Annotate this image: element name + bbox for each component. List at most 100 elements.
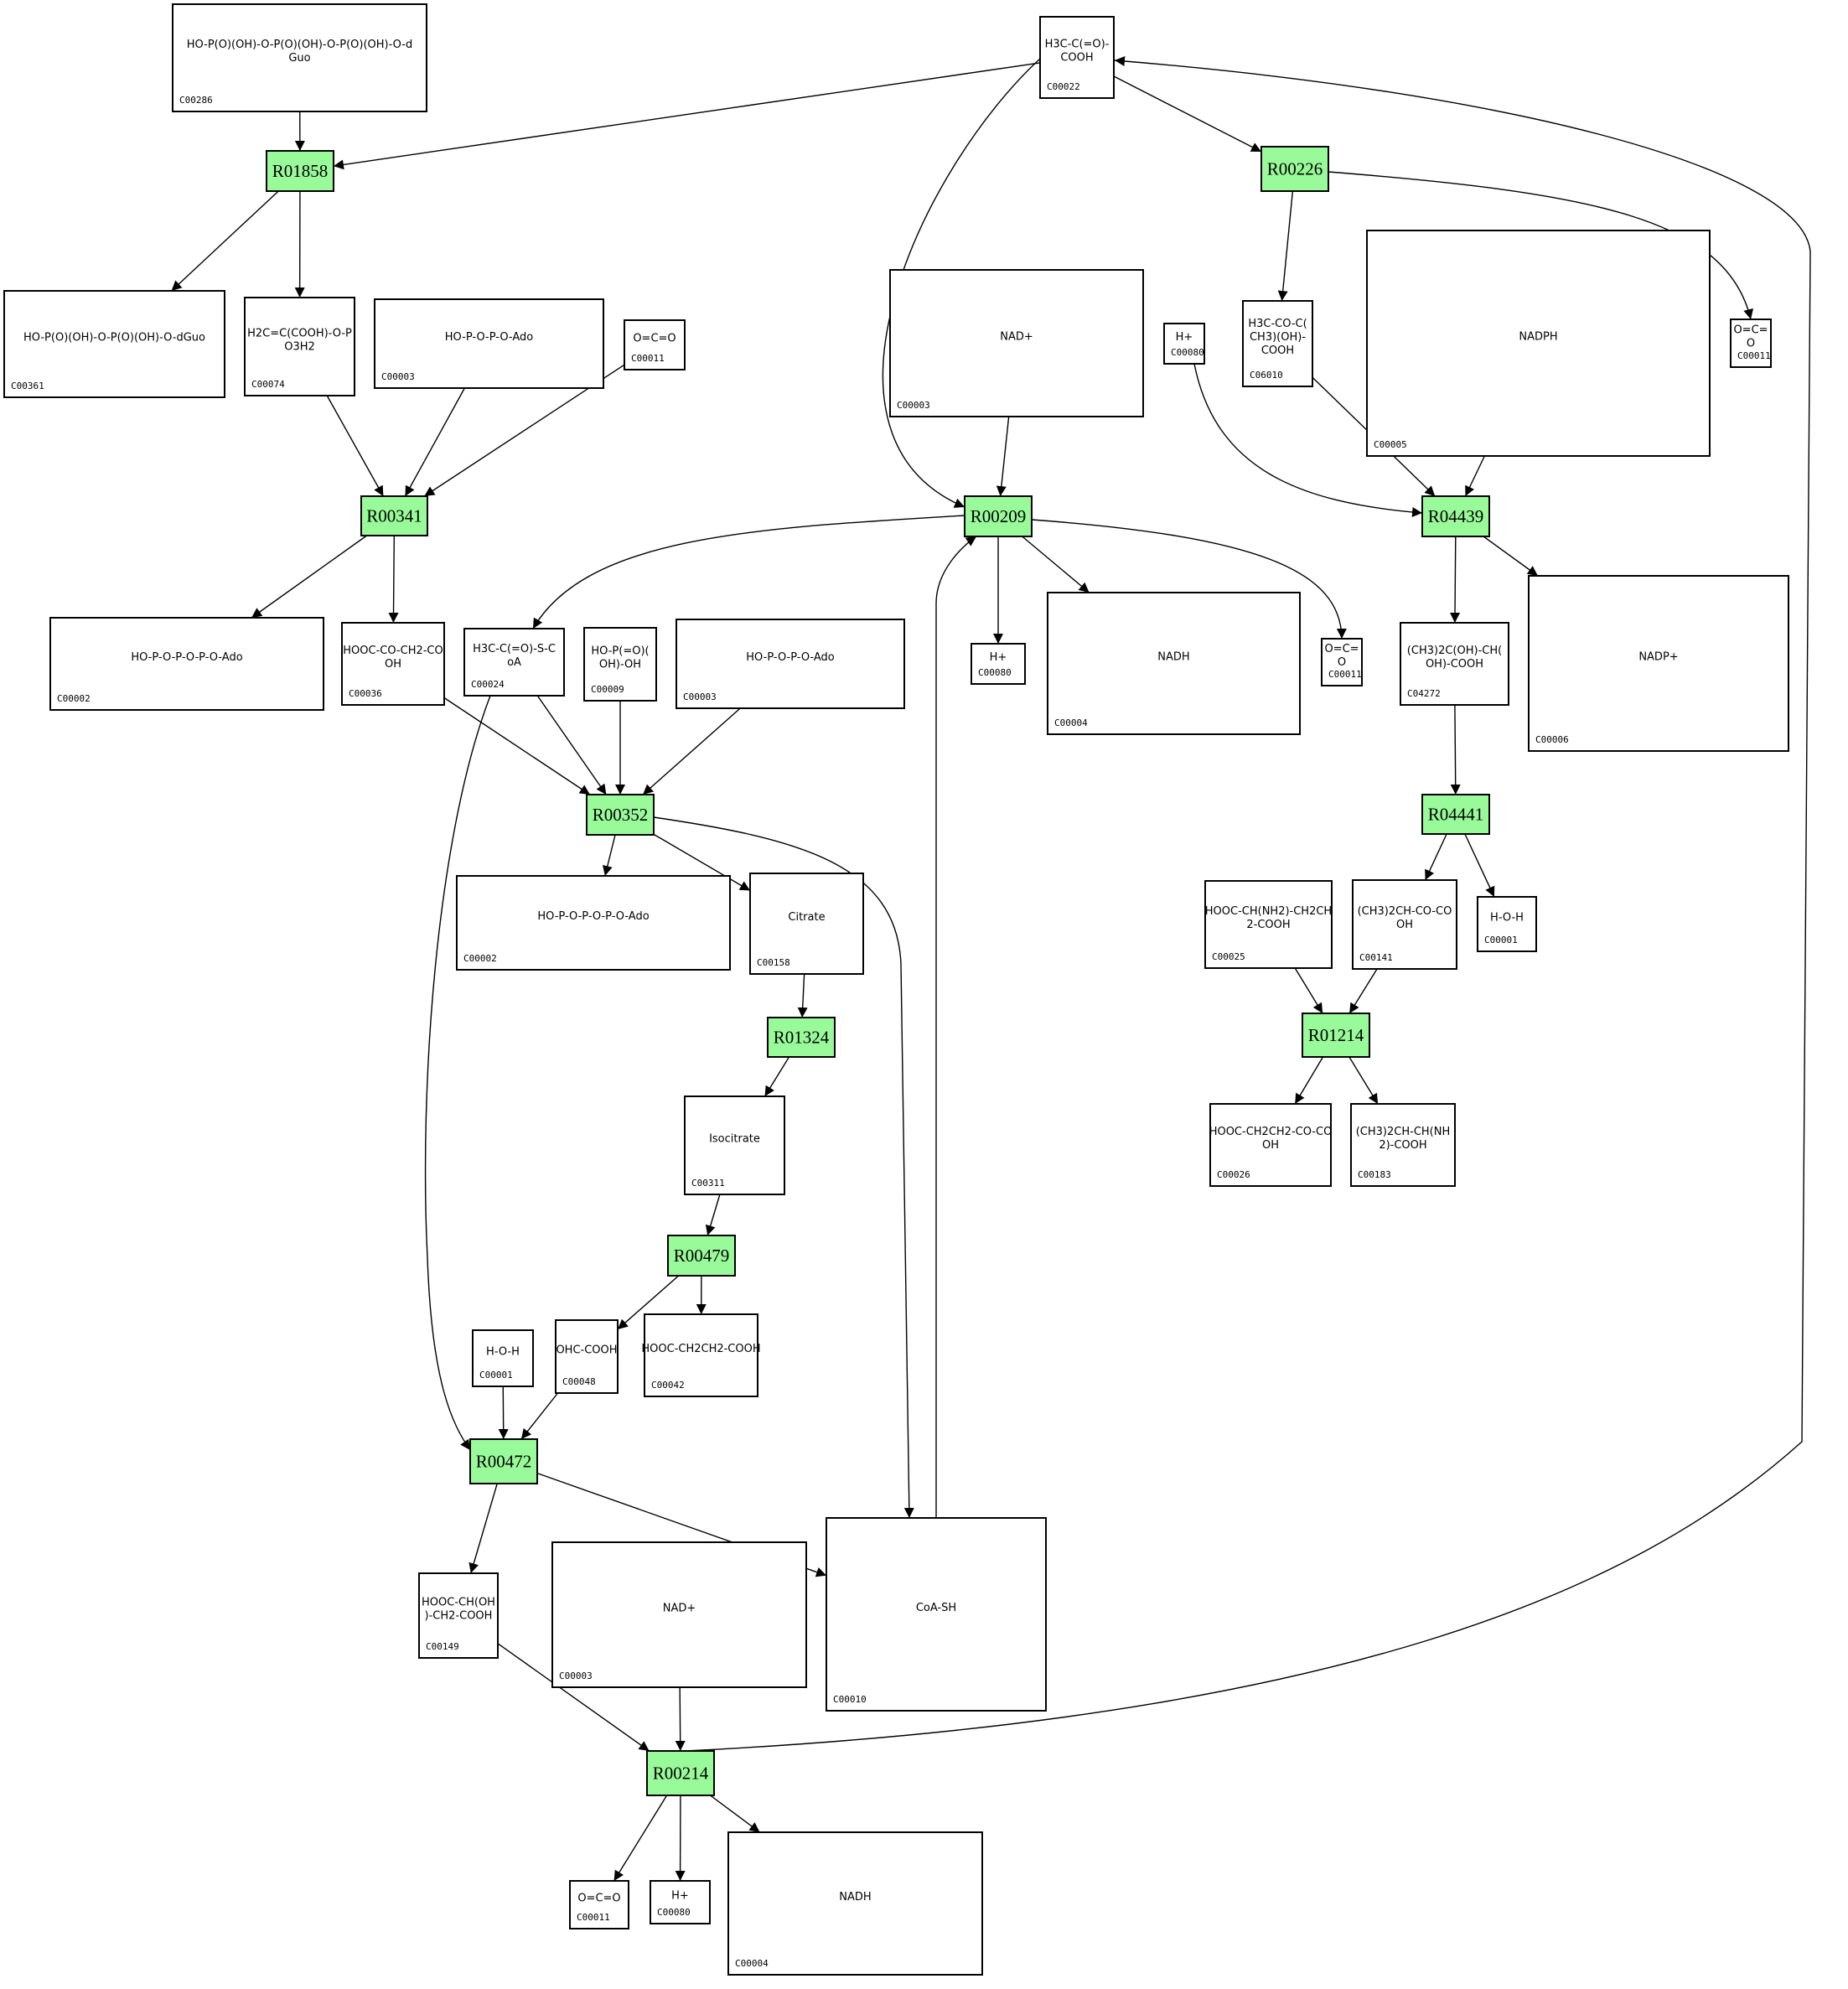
compound-node-c00080b[interactable]: H+C00080: [971, 643, 1026, 685]
edge-c00001b-to-R00472: [498, 1386, 509, 1440]
edge-c00022-to-R01858: [333, 62, 1041, 170]
compound-id-label: C00003: [381, 371, 415, 382]
compound-id-label: C00141: [1359, 952, 1393, 963]
reaction-node-r01858[interactable]: R01858: [266, 150, 334, 192]
edge-R00214-to-c00004b: [710, 1795, 760, 1833]
edge-R00226-to-c06010: [1277, 190, 1294, 302]
edge-R00214-to-c00011d: [613, 1795, 668, 1882]
reaction-node-r04441[interactable]: R04441: [1421, 794, 1490, 835]
edge-c00080a-to-R04439: [1193, 363, 1423, 518]
edge-c00048-to-R00472: [520, 1392, 559, 1440]
reaction-label: R01214: [1308, 1025, 1364, 1045]
compound-node-c00006[interactable]: NADP+C00006: [1528, 575, 1789, 752]
compound-structure: H-O-H: [1490, 912, 1524, 925]
edge-c00158-to-R01324: [797, 973, 808, 1018]
compound-id-label: C00025: [1212, 951, 1245, 962]
edge-c00024-to-R00352: [536, 695, 607, 795]
compound-id-label: C00003: [683, 691, 717, 702]
compound-structure: (CH3)2C(OH)-CH(OH)-COOH: [1407, 645, 1502, 671]
compound-node-c00003d[interactable]: NAD+C00003: [551, 1541, 807, 1688]
compound-node-c00080c[interactable]: H+C00080: [650, 1880, 711, 1924]
reaction-node-r00209[interactable]: R00209: [964, 495, 1033, 537]
edge-c04272-to-R04441: [1450, 704, 1461, 795]
edge-R00341-to-c00036: [388, 535, 399, 624]
edge-R00226-to-c00011b: [1328, 171, 1754, 320]
reaction-node-r01324[interactable]: R01324: [767, 1017, 836, 1058]
compound-structure: H3C-C(=O)-COOH: [1045, 39, 1110, 65]
compound-id-label: C00001: [1484, 935, 1518, 945]
compound-id-label: C00009: [591, 684, 624, 695]
edge-R04439-to-c00006: [1483, 536, 1539, 577]
reaction-node-r00226[interactable]: R00226: [1260, 146, 1329, 192]
reaction-label: R00209: [971, 506, 1027, 526]
edge-R00209-to-c00004a: [1022, 536, 1090, 593]
compound-id-label: C00080: [657, 1907, 691, 1918]
reaction-node-r00214[interactable]: R00214: [646, 1750, 715, 1796]
compound-id-label: C00158: [757, 957, 790, 968]
reaction-node-r04439[interactable]: R04439: [1421, 495, 1490, 537]
compound-node-c00001a[interactable]: H-O-H C00001: [1477, 896, 1537, 952]
edge-c00141-to-R01214: [1348, 968, 1378, 1014]
compound-node-c00003b[interactable]: NAD+C00003: [889, 269, 1144, 417]
edge-c00022-to-R00226: [1113, 75, 1262, 153]
compound-structure: NADH: [1157, 651, 1189, 664]
reaction-label: R00226: [1267, 159, 1323, 179]
reaction-node-r01214[interactable]: R01214: [1302, 1013, 1370, 1058]
reaction-node-r00479[interactable]: R00479: [667, 1235, 736, 1277]
edge-R00472-to-c00149: [468, 1483, 498, 1574]
compound-structure: H3C-CO-C(CH3)(OH)-COOH: [1248, 318, 1307, 357]
edge-c00311-to-R00479: [705, 1194, 721, 1236]
compound-id-label: C00003: [897, 400, 930, 411]
reaction-label: R00479: [674, 1246, 730, 1266]
edge-R00352-to-c00002b: [602, 834, 616, 877]
edge-R00479-to-c00048: [617, 1275, 680, 1330]
compound-id-label: C00183: [1358, 1169, 1391, 1180]
edge-c00010-to-R00209: [935, 536, 977, 1518]
reaction-node-r00472[interactable]: R00472: [469, 1438, 538, 1484]
compound-id-label: C00042: [651, 1380, 685, 1391]
reaction-node-r00341[interactable]: R00341: [360, 495, 428, 536]
edge-c00003c-to-R00352: [642, 707, 741, 795]
compound-id-label: C00002: [57, 693, 91, 704]
compound-node-c00080a[interactable]: H+C00080: [1163, 323, 1205, 365]
reaction-node-r00352[interactable]: R00352: [586, 794, 655, 836]
compound-structure: CoA-SH: [916, 1602, 956, 1614]
edge-R01214-to-c00183: [1348, 1056, 1379, 1105]
edge-c00149-to-R00214: [497, 1643, 650, 1752]
